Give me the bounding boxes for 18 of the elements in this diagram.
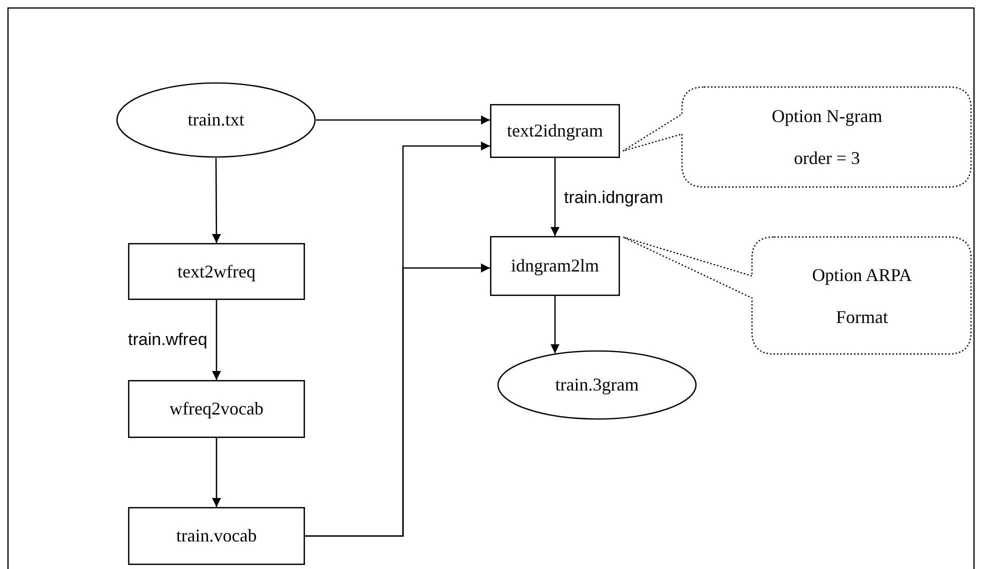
- process-label: text2idngram: [507, 120, 603, 142]
- arrow: [305, 264, 490, 537]
- arrow: [550, 158, 560, 236]
- process-label: train.vocab: [176, 526, 257, 546]
- arrow: [212, 438, 221, 507]
- process-label: text2wfreq: [178, 261, 256, 282]
- process-label: idngram2lm: [511, 256, 599, 276]
- arrow: [316, 116, 490, 124]
- file-label: train.txt: [188, 110, 244, 130]
- arrow: [550, 296, 560, 354]
- file-label: train.3gram: [555, 374, 639, 396]
- arrow: [212, 158, 221, 243]
- arrow: [212, 300, 221, 380]
- process-label: wfreq2vocab: [170, 398, 264, 420]
- callout-text: Option ARPA Format: [811, 264, 913, 328]
- callout-text: Option N-gram order = 3: [770, 105, 884, 170]
- edge-label: train.idngram: [562, 188, 666, 208]
- edge-label: train.wfreq: [126, 330, 210, 350]
